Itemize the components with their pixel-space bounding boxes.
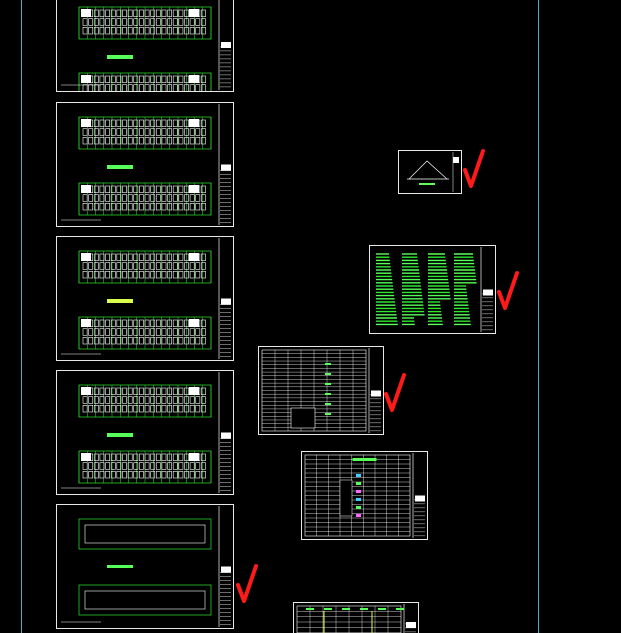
sheet-drawing	[61, 372, 231, 493]
floor-plan-sheet-4[interactable]	[56, 370, 234, 495]
floor-plan-sheet-3[interactable]	[56, 236, 234, 361]
sheet-drawing	[304, 453, 425, 538]
sheet-drawing	[376, 247, 493, 332]
sheet-drawing	[61, 506, 231, 627]
floor-plan-sheet-1[interactable]	[56, 0, 234, 92]
schedule-table-sheet-2[interactable]	[301, 451, 428, 540]
sheet-drawing	[61, 238, 231, 359]
sheet-drawing	[61, 0, 231, 91]
section-detail-sheet[interactable]	[398, 150, 462, 194]
check-mark-icon	[384, 372, 406, 414]
model-space-left-border	[21, 0, 22, 633]
floor-plan-sheet-2[interactable]	[56, 102, 234, 227]
sheet-drawing	[296, 604, 416, 633]
sheet-drawing	[261, 348, 381, 433]
check-mark-icon	[463, 148, 485, 190]
sheet-drawing	[407, 152, 459, 192]
model-space-right-border	[538, 0, 539, 633]
floor-plan-sheet-5[interactable]	[56, 504, 234, 629]
design-notes-sheet[interactable]	[369, 245, 496, 334]
schedule-table-sheet-1[interactable]	[258, 346, 384, 435]
check-mark-icon	[236, 563, 258, 605]
schedule-table-sheet-3[interactable]	[293, 602, 419, 633]
sheet-drawing	[61, 104, 231, 225]
check-mark-icon	[497, 270, 519, 312]
